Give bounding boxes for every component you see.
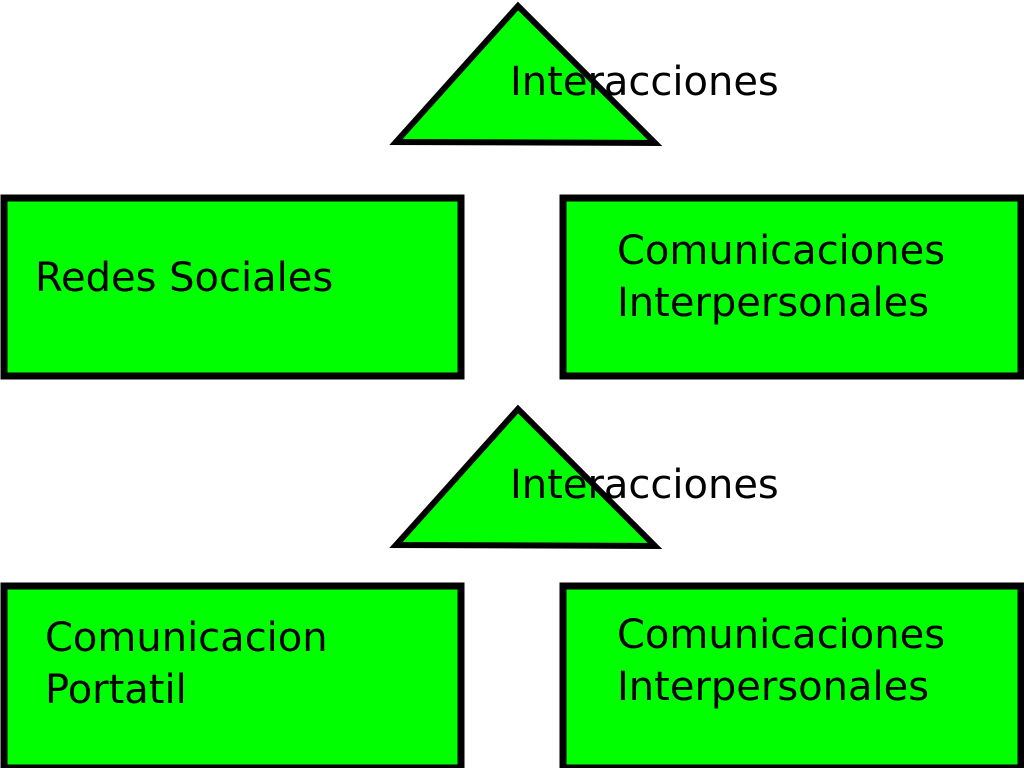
box-label-line2: Interpersonales (617, 280, 929, 326)
box-shape (0, 194, 465, 380)
box-label-line1: Comunicaciones (617, 228, 945, 274)
box-redes-sociales: Redes Sociales (0, 194, 465, 380)
box-label-line1: Comunicacion (45, 615, 328, 661)
box-label-line1: Comunicaciones (617, 612, 945, 658)
box-label-line2: Interpersonales (617, 664, 929, 710)
box-shape (0, 582, 465, 768)
triangle-label: Interacciones (510, 59, 779, 105)
triangle-shape (389, 1, 663, 147)
triangle-shape (389, 404, 663, 550)
box-comunicacion-portatil: Comunicacion Portatil (0, 582, 465, 768)
triangle-label: Interacciones (510, 462, 779, 508)
box-comunicaciones-interpersonales-top: Comunicaciones Interpersonales (559, 194, 1024, 380)
box-label: Redes Sociales (35, 255, 333, 301)
box-comunicaciones-interpersonales-bottom: Comunicaciones Interpersonales (559, 582, 1024, 768)
triangle-bottom: Interacciones (389, 404, 779, 550)
box-shape (559, 194, 1024, 380)
box-shape (559, 582, 1024, 768)
triangle-top: Interacciones (389, 1, 779, 147)
box-label-line2: Portatil (45, 667, 187, 713)
